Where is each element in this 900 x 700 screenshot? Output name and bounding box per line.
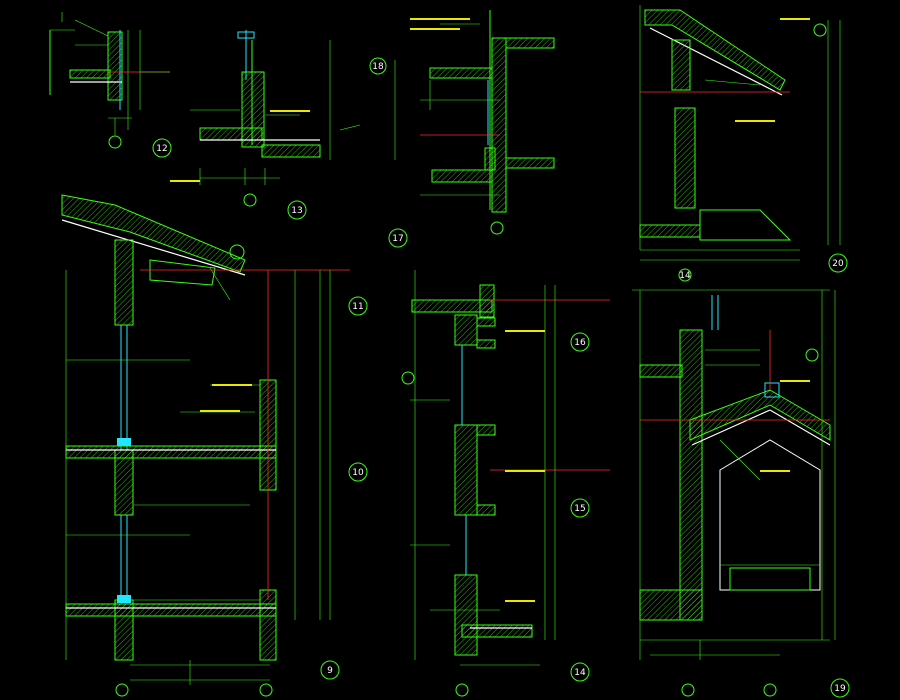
- detail-9-label: 9: [327, 666, 333, 676]
- elevation-marker: [401, 371, 415, 385]
- detail-17-tag: 18: [372, 62, 384, 72]
- detail-14-tag-upper: 16: [574, 338, 586, 348]
- section-bubble: [570, 332, 590, 352]
- elevation-marker: [229, 244, 245, 260]
- elevation-marker: [813, 23, 827, 37]
- detail-20-axis: 14: [679, 271, 691, 281]
- section-bubble: [828, 253, 848, 273]
- detail-14: 16 15 14: [401, 270, 610, 697]
- detail-12-label: 12: [156, 144, 167, 154]
- section-bubble: [348, 296, 368, 316]
- elevation-marker: [805, 348, 819, 362]
- detail-14-tag-lower: 15: [574, 504, 585, 514]
- section-bubble: [388, 228, 408, 248]
- section-bubble: [678, 268, 692, 282]
- section-bubble: [681, 683, 695, 697]
- detail-19-label: 19: [834, 684, 846, 694]
- section-bubble: [455, 683, 469, 697]
- section-bubble: [348, 462, 368, 482]
- detail-20: 20 14: [639, 5, 848, 282]
- detail-9: 11 10 9: [61, 194, 368, 697]
- detail-14-label: 14: [574, 668, 586, 678]
- section-bubble: [108, 135, 122, 149]
- annotation-marks: [170, 18, 810, 602]
- detail-20-label: 20: [832, 259, 844, 269]
- section-bubble: [152, 138, 172, 158]
- detail-9-tag-upper: 11: [352, 302, 363, 312]
- section-bubble: [763, 683, 777, 697]
- section-bubble: [243, 193, 257, 207]
- section-bubble: [570, 662, 590, 682]
- detail-19: 19: [632, 289, 850, 698]
- section-bubble: [287, 200, 307, 220]
- detail-13: 13: [190, 30, 361, 220]
- section-bubble: [259, 683, 273, 697]
- section-bubble: [369, 57, 387, 75]
- section-bubble: [320, 660, 340, 680]
- detail-9-tag-lower: 10: [352, 468, 364, 478]
- detail-17: 18 17: [369, 10, 555, 248]
- section-bubble: [115, 683, 129, 697]
- detail-13-label: 13: [291, 206, 302, 216]
- section-bubble: [830, 678, 850, 698]
- detail-12: 12: [49, 12, 172, 158]
- detail-17-label: 17: [392, 234, 403, 244]
- section-bubble: [570, 498, 590, 518]
- section-bubble: [490, 221, 504, 235]
